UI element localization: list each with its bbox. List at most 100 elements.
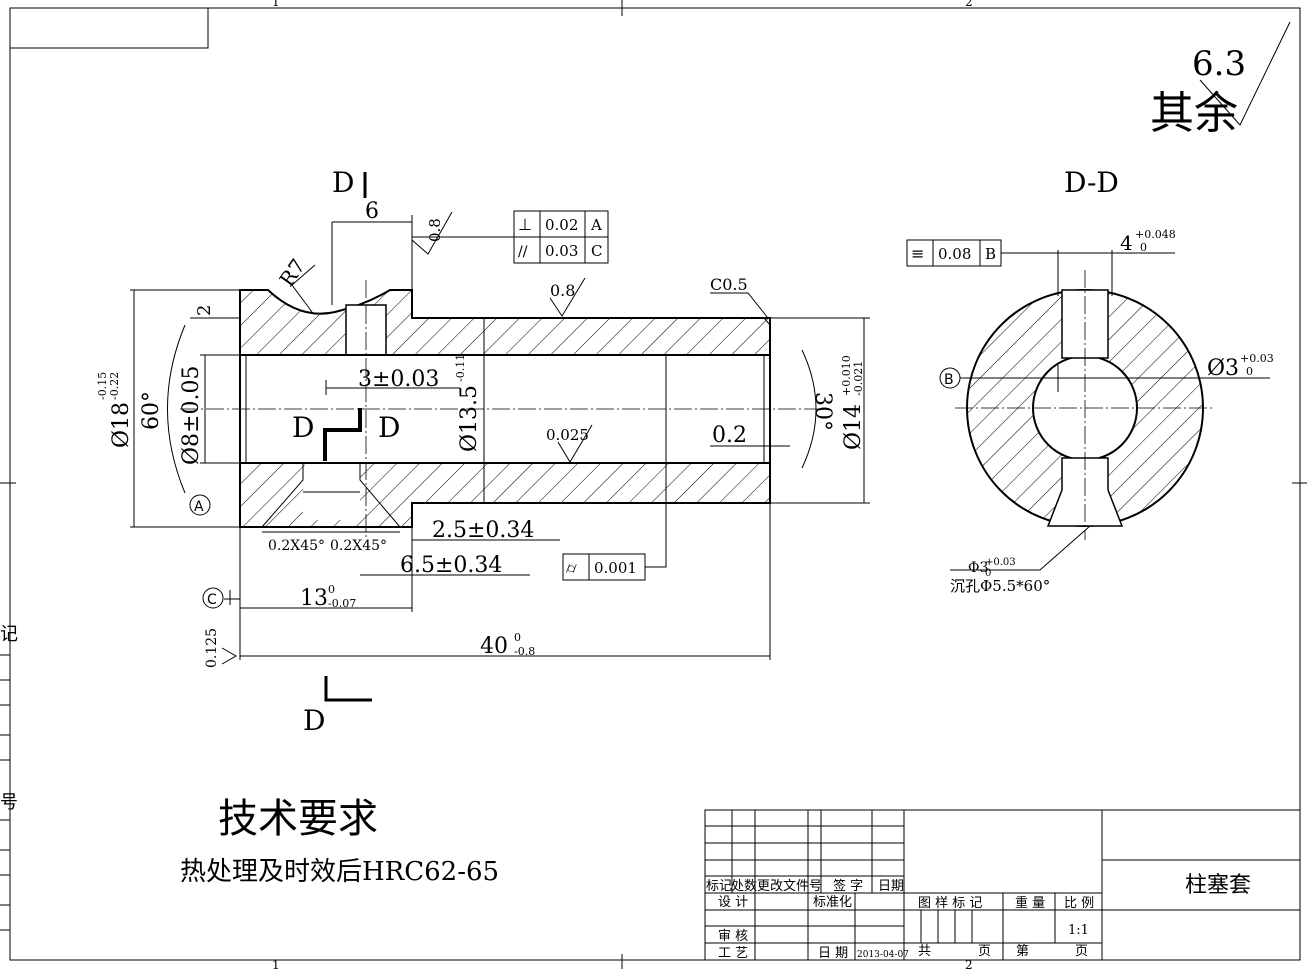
dim-d3-section-tol-lo: 0: [1246, 365, 1253, 378]
dim-3: 3±0.03: [358, 367, 439, 392]
zone-label-top-1: 1: [272, 0, 280, 9]
datum-a-label: A: [194, 499, 204, 515]
tol-symbol: ≡: [911, 244, 924, 263]
dim-d3-section-tol-up: +0.03: [1240, 352, 1274, 365]
dim-6: 6: [365, 199, 379, 224]
ra-0-125: 0.125: [204, 628, 220, 668]
cut-mark-label: D: [303, 704, 325, 737]
dim-d14-tol-lo: -0.021: [852, 361, 865, 396]
dim-d18-tol-lo: -0.22: [108, 372, 121, 400]
ra-0-8-top: 0.8: [550, 281, 575, 300]
design-label: 设 计: [718, 895, 748, 910]
process-label: 工 艺: [718, 946, 748, 961]
zone-label-top-2: 2: [965, 0, 973, 9]
hdr-sign: 签 字: [833, 878, 863, 894]
tol-symbol: ⊥: [518, 215, 532, 234]
tol-symbol: //: [518, 244, 528, 260]
side-label-hao: 号: [0, 792, 18, 813]
dim-d14-tol-up: +0.010: [840, 355, 853, 396]
tol-value: 0.02: [545, 216, 578, 234]
dim-angle-30: 30°: [810, 392, 835, 431]
zone-label-bottom-1: 1: [272, 958, 280, 969]
tolerance-frame-3: ≡ 0.08 B: [906, 239, 1060, 267]
dim-13-tol-lo: -0.07: [328, 597, 356, 610]
scale-value: 1:1: [1068, 923, 1089, 938]
tol-value: 0.03: [545, 242, 578, 260]
dim-4: 4: [1120, 231, 1133, 255]
dim-40-tol-lo: -0.8: [514, 645, 535, 658]
scale-label: 比 例: [1064, 896, 1094, 911]
title-block: 柱塞套 标记 处数 更改文件号 签 字 日期 设 计 标准化 审 核 工 艺 日…: [704, 809, 1301, 961]
total-label: 共: [918, 944, 931, 959]
page-label: 页: [978, 944, 991, 959]
datum-c-label: C: [207, 592, 217, 608]
dim-40-tol-up: 0: [514, 631, 521, 644]
phi3-tol-up: +0.03: [985, 557, 1016, 568]
cut-mark-label: D: [292, 411, 314, 444]
dim-d14: Ø14: [841, 404, 866, 450]
section-d-d-view: D-D 4 +0.048 0 Ø3 +0.03 0 Φ3 +0.03 0 沉孔Φ…: [950, 166, 1274, 595]
ra-0-025: 0.025: [546, 426, 589, 444]
surface-finish-value: 6.3: [1192, 44, 1246, 84]
tol-datum: C: [591, 242, 602, 260]
dim-d3-section: Ø3: [1207, 356, 1239, 381]
dim-13: 13: [300, 586, 328, 611]
cut-marks: D D D D: [292, 166, 400, 737]
zone-label-bottom-2: 2: [965, 958, 973, 969]
dim-r7: R7: [274, 254, 310, 291]
date-label: 日 期: [818, 946, 848, 961]
dim-d8: Ø8±0.05: [179, 366, 204, 465]
dim-2-5: 2.5±0.34: [432, 518, 534, 543]
dim-6-5: 6.5±0.34: [400, 553, 502, 578]
review-label: 审 核: [718, 929, 748, 944]
part-name: 柱塞套: [1185, 873, 1251, 898]
weight-label: 重 量: [1015, 895, 1045, 911]
drawing-mark-label: 图 样 标 记: [918, 896, 982, 911]
ra-0-8-step: 0.8: [426, 218, 444, 242]
tolerance-frame-4: ⌭ 0.001: [562, 553, 646, 581]
tolerance-frame-1: ⊥ 0.02 A: [513, 210, 609, 238]
dim-d18: Ø18: [109, 402, 134, 448]
phi3-label: Φ3: [968, 560, 988, 576]
main-section-view: [180, 280, 820, 540]
hdr-mark: 标记: [706, 879, 732, 894]
tol-value: 0.08: [938, 245, 971, 263]
datum-markers: A B C: [189, 367, 961, 609]
chamfer-2: 0.2X45°: [330, 538, 387, 554]
tol-datum: B: [985, 245, 996, 263]
section-label: D-D: [1064, 166, 1119, 199]
notes-line-1: 热处理及时效后HRC62-65: [180, 857, 499, 887]
countersink-note: 沉孔Φ5.5*60°: [950, 577, 1050, 595]
tol-symbol: ⌭: [566, 559, 577, 577]
general-surface-finish: 6.3 其余: [1150, 21, 1291, 139]
sheet-label: 第: [1016, 944, 1029, 959]
notes-heading: 技术要求: [218, 796, 378, 842]
dim-d18-tol-up: -0.15: [96, 372, 109, 400]
datum-b-label: B: [944, 372, 954, 388]
page-label-2: 页: [1075, 944, 1088, 959]
hdr-date: 日期: [878, 879, 904, 894]
surface-finish-label: 其余: [1150, 88, 1238, 139]
dim-4-tol-lo: 0: [1140, 241, 1147, 254]
date-value: 2013-04-07: [857, 950, 909, 960]
dim-c0-5: C0.5: [710, 275, 748, 294]
cut-mark-label: D: [378, 411, 400, 444]
standardize-label: 标准化: [813, 895, 852, 910]
tolerance-frame-2: // 0.03 C: [412, 236, 609, 264]
main-dimensions: 6 R7 2 Ø18 -0.15 -0.22 60° Ø8±0.05 3±0.0…: [96, 199, 870, 668]
dim-d13-5-tol: -0.11: [454, 354, 467, 382]
chamfer-1: 0.2X45°: [268, 538, 325, 554]
dim-d13-5: Ø13.5: [457, 385, 482, 452]
dim-40: 40: [480, 634, 508, 659]
tol-datum: A: [590, 216, 602, 234]
dim-0-2: 0.2: [712, 423, 747, 448]
phi3-tol-lo: 0: [985, 568, 991, 579]
dim-4-tol-up: +0.048: [1135, 228, 1176, 241]
dim-angle-60: 60°: [139, 391, 164, 430]
hdr-file: 更改文件号: [757, 879, 822, 894]
hdr-count: 处数: [731, 879, 757, 894]
side-label-ji: 记: [0, 624, 18, 645]
tol-value: 0.001: [594, 559, 637, 577]
